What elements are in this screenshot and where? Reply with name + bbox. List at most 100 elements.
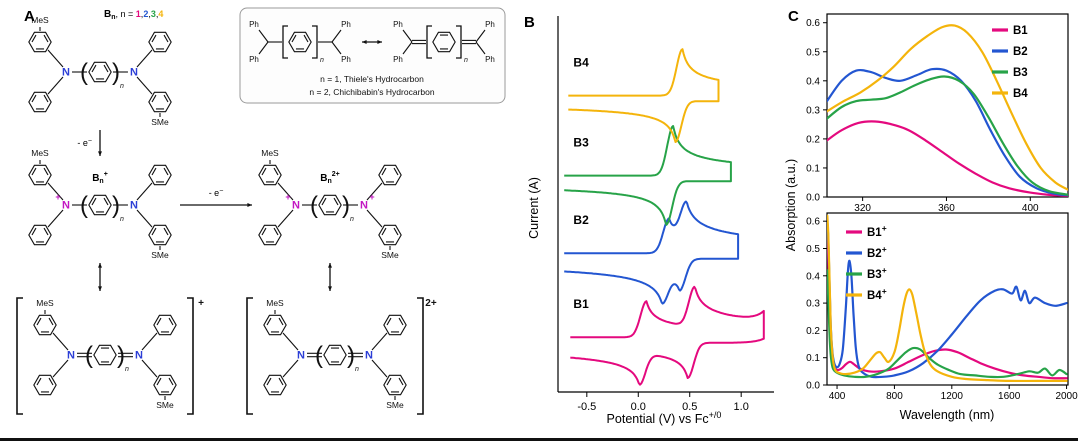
benzene-ring [378, 164, 402, 186]
benzene-ring [148, 164, 172, 186]
bond [331, 29, 342, 43]
charge-plus: + [369, 192, 374, 202]
x-tick-label: 2000 [1055, 391, 1078, 402]
y-tick-label: 0.4 [806, 76, 820, 87]
benzene-ring [153, 374, 177, 396]
bond [47, 76, 64, 95]
legend-label-B2: B2+ [867, 244, 887, 260]
bond [47, 49, 64, 68]
bond [136, 76, 153, 95]
plot-frame [826, 212, 1069, 386]
thiomethyl-group: SMe [156, 400, 174, 410]
bond [141, 359, 158, 378]
bond [52, 359, 69, 378]
benzene-ring [28, 31, 52, 53]
plot-frame [826, 13, 1069, 198]
paren: ( [315, 342, 323, 369]
benzene-ring [383, 314, 407, 336]
cv-x-axis-label-sup: +/0 [708, 410, 722, 420]
bond [141, 332, 158, 351]
bn-series-label: Bn, n = 1,2,3,4 [104, 9, 163, 21]
bond [277, 182, 294, 201]
bond [331, 41, 342, 55]
bond [52, 332, 69, 351]
nitrogen-atom: N [130, 200, 138, 212]
arrowhead [328, 263, 332, 268]
benzene-ring [148, 31, 172, 53]
y-tick-label: 0.5 [806, 47, 820, 58]
thiomethyl-group: SMe [151, 117, 169, 127]
benzene-ring [258, 224, 282, 246]
x-tick-label: 320 [854, 203, 871, 214]
series-group [827, 214, 1068, 383]
phenyl-group: Ph [393, 20, 403, 29]
bn-dication-label: Bn2+ [320, 171, 340, 185]
y-tick-label: 0.6 [806, 18, 820, 29]
x-tick-label: -0.5 [577, 401, 596, 413]
cv-series-label-B2: B2 [573, 213, 589, 227]
panel-b-label: B [524, 14, 535, 31]
bracket-left [16, 297, 23, 415]
benzene-ring [263, 314, 287, 336]
minus-e-label: - e− [209, 188, 224, 198]
y-tick-label: 0.1 [806, 353, 820, 364]
bond [366, 209, 383, 228]
nitrogen-atom: N [365, 350, 373, 362]
benzene-ring [383, 374, 407, 396]
thiomethyl-group: MeS [266, 298, 284, 308]
benzene-ring [88, 194, 112, 216]
bond [277, 209, 294, 228]
arrowhead [362, 40, 367, 44]
spectrum-B3 [827, 75, 1068, 196]
cv-trace-B1 [570, 285, 765, 386]
phenyl-group: Ph [341, 55, 351, 64]
bracket-right [456, 25, 462, 59]
x-tick-label: 1600 [998, 391, 1021, 402]
paren: ) [347, 342, 355, 369]
phenyl-group: Ph [485, 20, 495, 29]
abs-y-axis-label: Absorption (a.u.) [784, 158, 798, 252]
nitrogen-atom: N [292, 200, 300, 212]
subscript-n: n [320, 57, 324, 64]
spectrum-B2 [827, 67, 1068, 197]
benzene-ring [33, 374, 57, 396]
thiomethyl-group: SMe [381, 250, 399, 260]
bond [47, 182, 64, 201]
phenyl-group: Ph [485, 55, 495, 64]
phenyl-group: Ph [341, 20, 351, 29]
legend-label-B4: B4 [1013, 88, 1028, 100]
benzene-ring [318, 194, 342, 216]
y-tick-label: 0.5 [806, 244, 820, 255]
subscript-n: n [120, 83, 124, 90]
bn-cation-label: Bn+ [92, 171, 108, 185]
cv-trace-B4 [568, 48, 720, 143]
panel-a-label: A [24, 8, 35, 25]
cv-trace-B3 [564, 125, 732, 226]
spectrum-B4 [827, 24, 1068, 191]
paren: ) [117, 342, 125, 369]
paren: ( [85, 342, 93, 369]
bond [258, 41, 269, 55]
bracket-right [417, 297, 424, 415]
legend-label-B4: B4+ [867, 286, 887, 302]
cv-series-label-B3: B3 [573, 135, 589, 149]
nitrogen-atom: N [360, 200, 368, 212]
arrowhead [377, 40, 382, 44]
benzene-ring [148, 224, 172, 246]
bond [136, 49, 153, 68]
y-tick-label: 0.2 [806, 134, 820, 145]
cv-x-axis-label-main: Potential (V) vs Fc [606, 412, 709, 427]
bond [47, 209, 64, 228]
x-tick-label: 800 [886, 391, 903, 402]
nitrogen-atom: N [62, 67, 70, 79]
bracket-right [187, 297, 194, 415]
nitrogen-atom: N [67, 350, 75, 362]
y-tick-label: 0.1 [806, 163, 820, 174]
phenyl-group: Ph [249, 55, 259, 64]
cv-series-label-B1: B1 [573, 297, 589, 311]
subscript-n: n [125, 366, 129, 373]
phenyl-group: Ph [393, 55, 403, 64]
bond [371, 332, 388, 351]
legend-label-B1: B1+ [867, 223, 887, 239]
